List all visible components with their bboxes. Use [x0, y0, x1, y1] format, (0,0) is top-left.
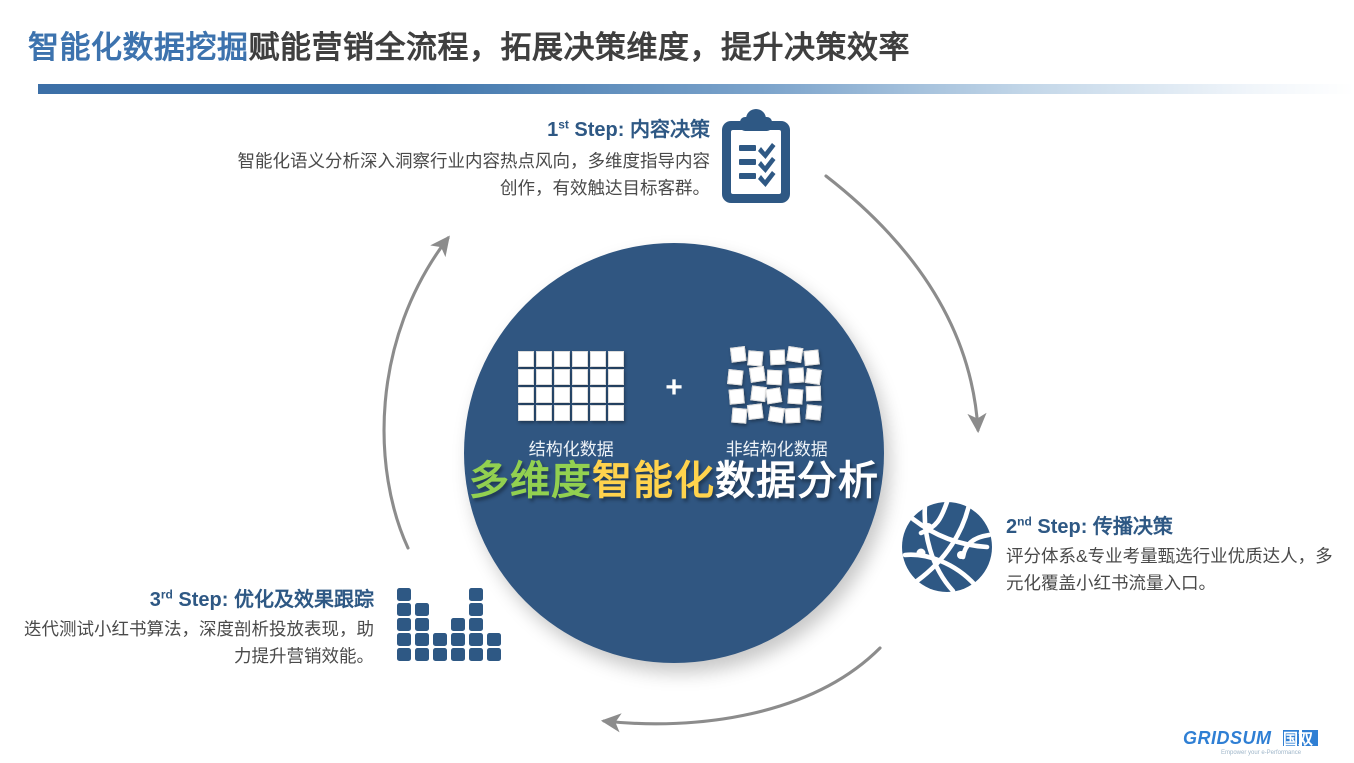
globe-network-icon	[902, 499, 992, 594]
step-3-title: 3rd Step: 优化及效果跟踪	[14, 583, 374, 612]
gridsum-logo: GRIDSUM 国双 Empower your e-Performance	[1183, 727, 1333, 757]
bar-chart-icon	[397, 588, 501, 661]
step-1-suffix: st	[558, 117, 569, 132]
unstructured-grid-wrap	[727, 343, 823, 429]
step-1-title: 1st Step: 内容决策	[232, 113, 710, 142]
step-3-ordinal: 3	[149, 589, 161, 611]
step-2-title: 2nd Step: 传播决策	[1006, 510, 1336, 539]
title-underline-gradient	[38, 84, 1354, 94]
page-title: 智能化数据挖掘赋能营销全流程，拓展决策维度，提升决策效率	[28, 22, 910, 67]
step-3-block: 3rd Step: 优化及效果跟踪 迭代测试小红书算法，深度剖析投放表现，助力提…	[14, 583, 374, 670]
logo-tagline: Empower your e-Performance	[1221, 750, 1302, 756]
step-2-suffix: nd	[1017, 514, 1032, 529]
step-3-label: Step: 优化及效果跟踪	[172, 589, 374, 611]
structured-data-block: 结构化数据	[501, 343, 641, 460]
page-title-rest: 赋能营销全流程，拓展决策维度，提升决策效率	[248, 30, 910, 65]
unstructured-data-block: 非结构化数据	[707, 343, 847, 460]
step-1-label: Step: 内容决策	[568, 119, 710, 141]
structured-data-label: 结构化数据	[528, 440, 614, 459]
slogan-part-2: 智能化	[592, 459, 715, 503]
slogan-part-1: 多维度	[469, 459, 592, 503]
step-2-body: 评分体系&专业考量甄选行业优质达人，多元化覆盖小红书流量入口。	[1006, 546, 1333, 594]
unstructured-data-grid	[727, 345, 823, 424]
clipboard-checklist-icon	[722, 109, 790, 203]
unstructured-data-label: 非结构化数据	[725, 440, 828, 459]
data-types-row: 结构化数据 +	[464, 343, 884, 459]
center-slogan: 多维度智能化数据分析	[464, 448, 884, 506]
page-title-highlight: 智能化数据挖掘	[28, 30, 249, 65]
plus-sign: +	[665, 371, 683, 404]
step-2-ordinal: 2	[1006, 516, 1018, 538]
step-1-ordinal: 1	[547, 119, 559, 141]
logo-wordmark: GRIDSUM	[1183, 728, 1272, 748]
slogan-part-3: 数据分析	[715, 459, 879, 503]
arrow-left-up	[382, 235, 450, 550]
step-1-block: 1st Step: 内容决策 智能化语义分析深入洞察行业内容热点风向，多维度指导…	[232, 113, 711, 202]
structured-data-grid	[518, 351, 625, 421]
step-1-body: 智能化语义分析深入洞察行业内容热点风向，多维度指导内容创作，有效触达目标客群。	[237, 151, 711, 199]
step-2-block: 2nd Step: 传播决策 评分体系&专业考量甄选行业优质达人，多元化覆盖小红…	[1006, 510, 1336, 597]
step-3-suffix: rd	[160, 587, 173, 602]
step-3-body: 迭代测试小红书算法，深度剖析投放表现，助力提升营销效能。	[24, 619, 374, 667]
logo-cn-mark: 国双	[1283, 730, 1313, 748]
structured-grid-wrap	[518, 343, 625, 429]
step-2-label: Step: 传播决策	[1031, 516, 1173, 538]
center-circle: 结构化数据 +	[464, 243, 884, 663]
